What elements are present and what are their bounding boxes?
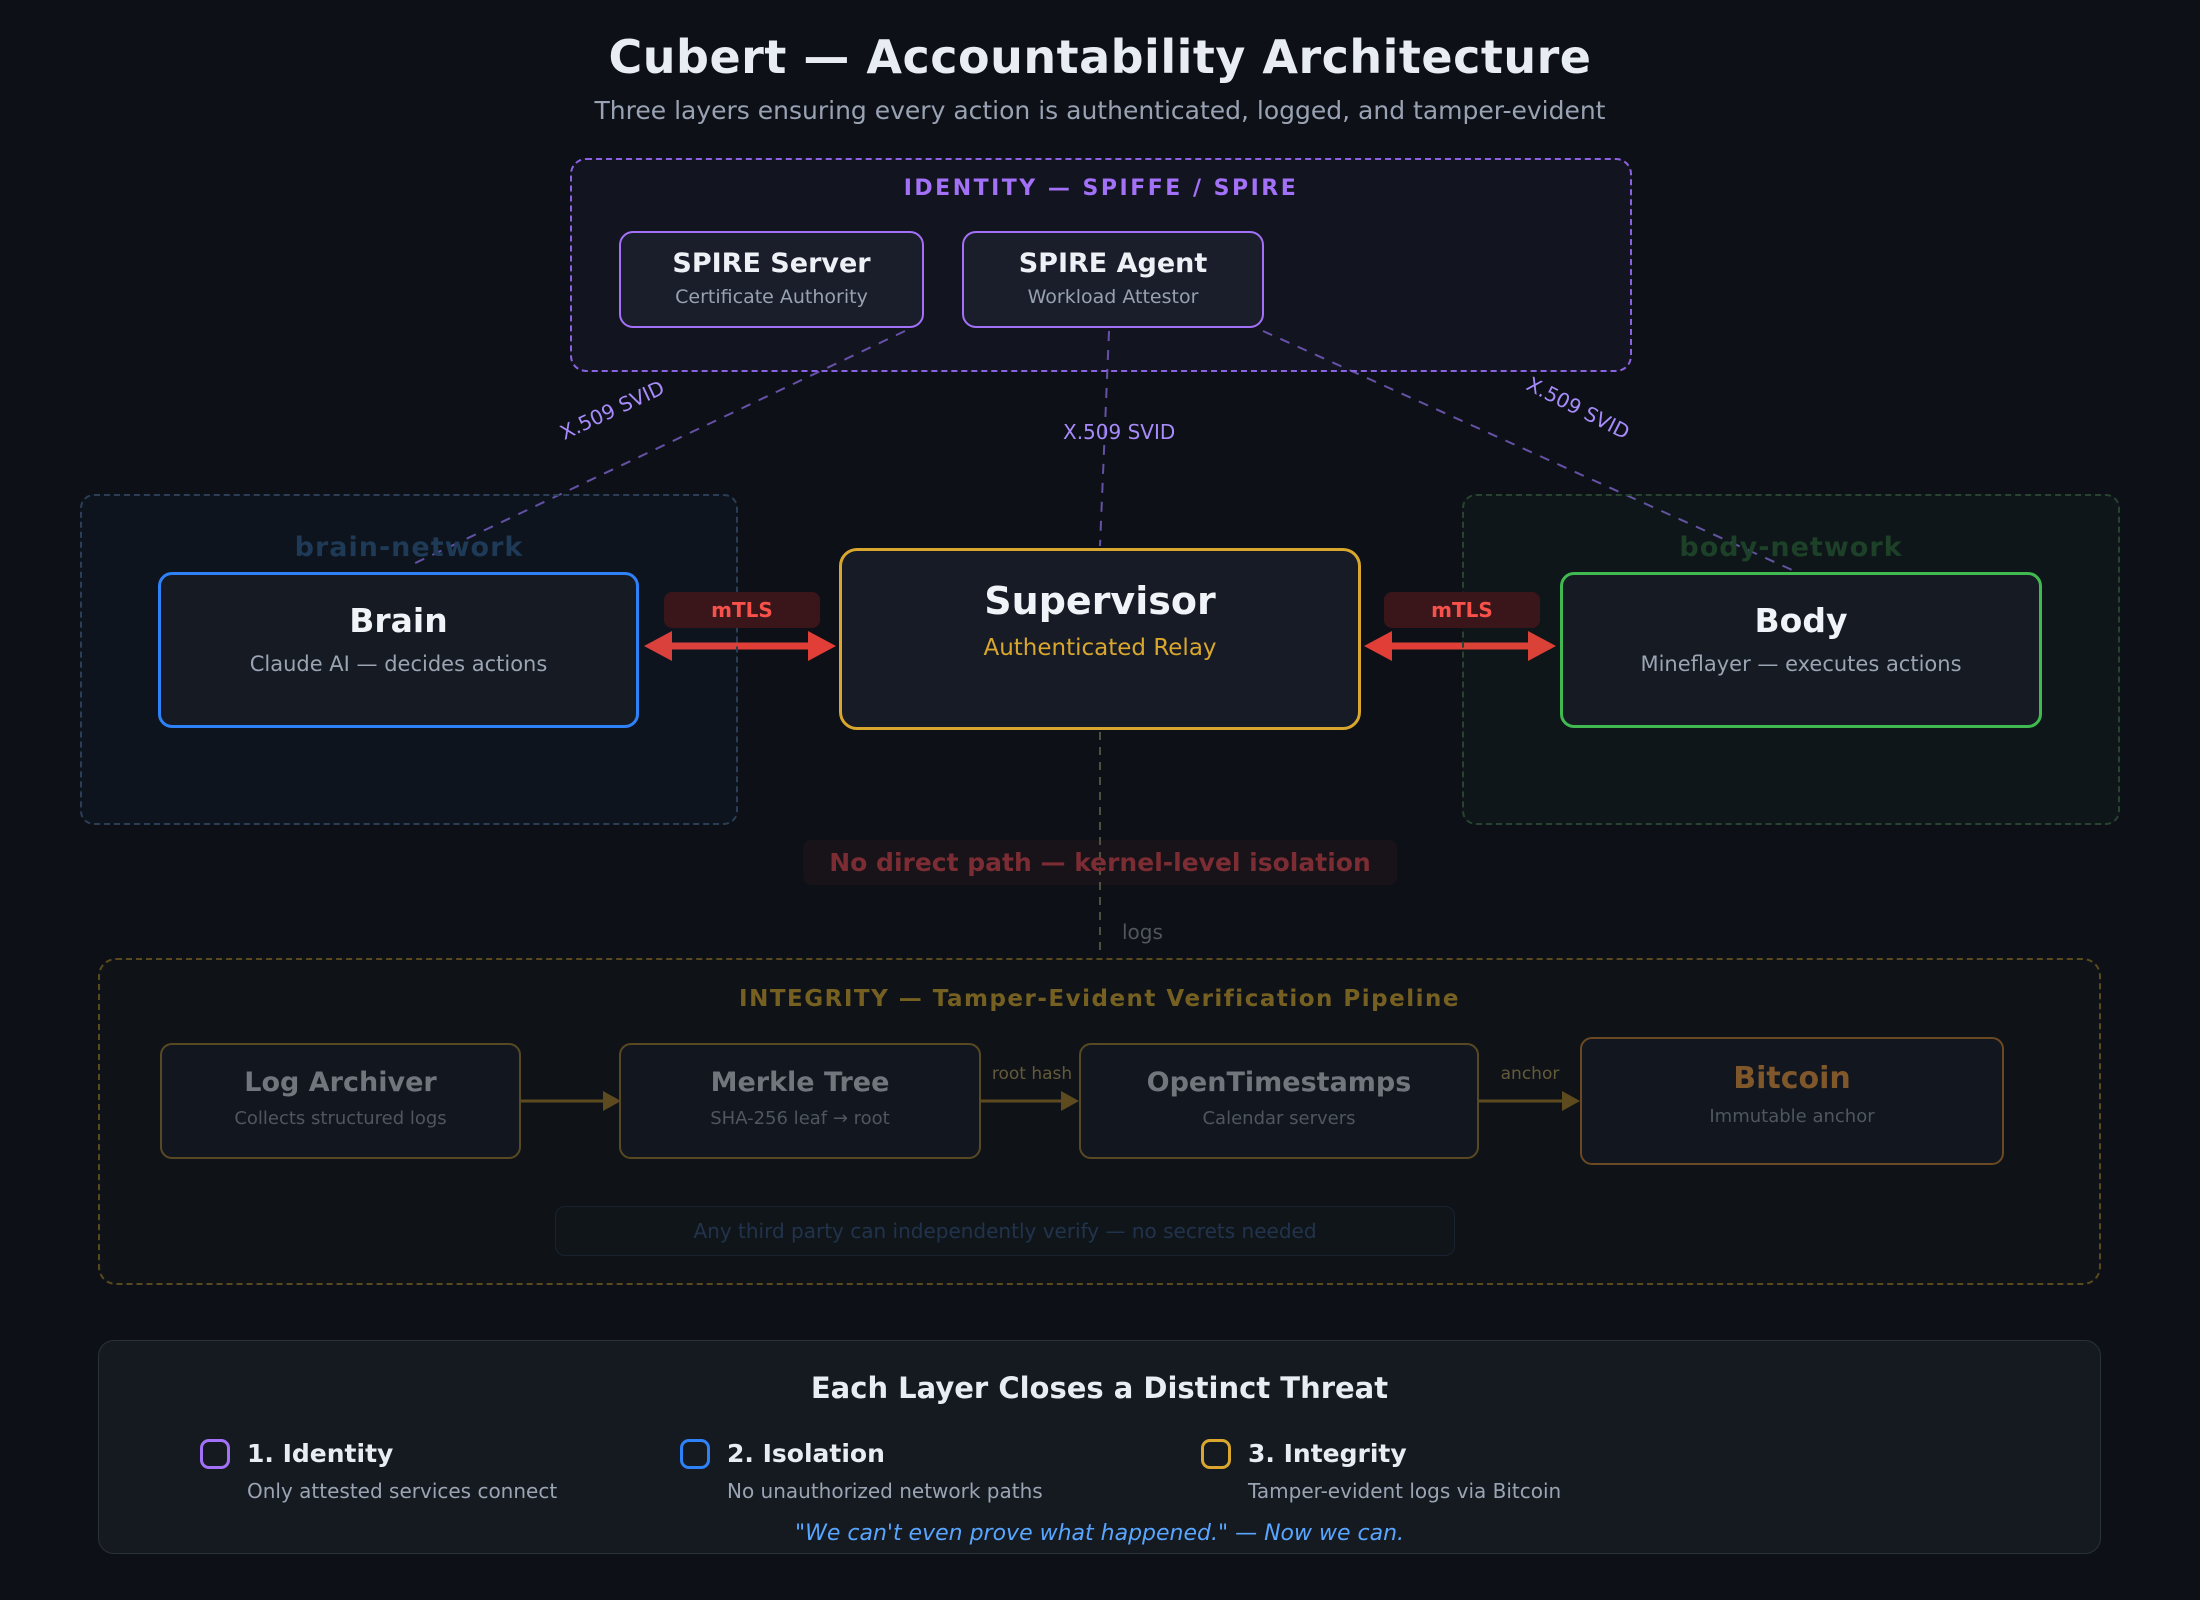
threat-item-identity-label: 1. Identity [247, 1439, 394, 1468]
root-hash-edge-label: root hash [991, 1064, 1073, 1084]
brain-node-title: Brain [349, 601, 448, 640]
merkle-tree-node: Merkle Tree SHA-256 leaf → root [619, 1043, 981, 1159]
body-node-title: Body [1754, 601, 1848, 640]
integrity-layer-container: INTEGRITY — Tamper-Evident Verification … [98, 958, 2101, 1285]
spire-agent-subtitle: Workload Attestor [1027, 286, 1199, 308]
body-network-container: body-network [1462, 494, 2120, 825]
bitcoin-subtitle: Immutable anchor [1709, 1106, 1875, 1127]
threat-legend-card: Each Layer Closes a Distinct Threat 1. I… [98, 1340, 2101, 1554]
logs-edge-label: logs [1122, 920, 1163, 944]
body-network-label: body-network [1679, 532, 1903, 563]
identity-layer-heading: IDENTITY — SPIFFE / SPIRE [903, 176, 1299, 201]
identity-layer-container: IDENTITY — SPIFFE / SPIRE SPIRE Server C… [570, 158, 1632, 372]
log-archiver-title: Log Archiver [244, 1067, 437, 1098]
page-subtitle: Three layers ensuring every action is au… [594, 96, 1606, 125]
merkle-tree-subtitle: SHA-256 leaf → root [710, 1108, 890, 1129]
identity-layer-icon [200, 1439, 230, 1469]
closing-quote: "We can't even prove what happened." — N… [794, 1521, 1405, 1546]
spire-server-node: SPIRE Server Certificate Authority [619, 231, 924, 328]
spire-server-subtitle: Certificate Authority [675, 286, 868, 308]
brain-node-subtitle: Claude AI — decides actions [249, 652, 548, 676]
merkle-tree-title: Merkle Tree [710, 1067, 890, 1098]
brain-node: Brain Claude AI — decides actions [158, 572, 639, 728]
threat-item-isolation-label: 2. Isolation [727, 1439, 885, 1468]
threat-item-integrity-desc: Tamper-evident logs via Bitcoin [1248, 1479, 1562, 1503]
integrity-layer-icon [1201, 1439, 1231, 1469]
isolation-layer-icon [680, 1439, 710, 1469]
bitcoin-node: Bitcoin Immutable anchor [1580, 1037, 2004, 1165]
spire-agent-title: SPIRE Agent [1018, 248, 1208, 279]
opentimestamps-title: OpenTimestamps [1146, 1067, 1412, 1098]
opentimestamps-subtitle: Calendar servers [1202, 1108, 1356, 1129]
supervisor-node-subtitle: Authenticated Relay [983, 635, 1217, 661]
mtls-badge-left: mTLS [664, 592, 820, 628]
svid-label-right: X.509 SVID [1522, 371, 1634, 445]
log-archiver-subtitle: Collects structured logs [234, 1108, 447, 1129]
spire-server-title: SPIRE Server [672, 248, 871, 279]
brain-network-label: brain-network [294, 532, 524, 563]
supervisor-node-title: Supervisor [984, 579, 1216, 623]
page-title: Cubert — Accountability Architecture [608, 30, 1592, 84]
opentimestamps-node: OpenTimestamps Calendar servers [1079, 1043, 1479, 1159]
threat-item-identity-desc: Only attested services connect [247, 1479, 558, 1503]
spire-agent-node: SPIRE Agent Workload Attestor [962, 231, 1264, 328]
integrity-layer-heading: INTEGRITY — Tamper-Evident Verification … [739, 986, 1460, 1012]
threat-legend-title: Each Layer Closes a Distinct Threat [810, 1371, 1389, 1405]
log-archiver-node: Log Archiver Collects structured logs [160, 1043, 521, 1159]
body-node-subtitle: Mineflayer — executes actions [1640, 652, 1962, 676]
body-node: Body Mineflayer — executes actions [1560, 572, 2042, 728]
bitcoin-title: Bitcoin [1733, 1061, 1851, 1096]
verify-note: Any third party can independently verify… [555, 1206, 1455, 1256]
anchor-edge-label: anchor [1500, 1064, 1560, 1084]
svid-label-center: X.509 SVID [1063, 420, 1176, 444]
svid-label-left: X.509 SVID [556, 375, 669, 445]
isolation-note: No direct path — kernel-level isolation [803, 840, 1397, 885]
threat-item-integrity-label: 3. Integrity [1248, 1439, 1407, 1468]
threat-item-isolation-desc: No unauthorized network paths [727, 1479, 1043, 1503]
mtls-badge-right: mTLS [1384, 592, 1540, 628]
brain-network-container: brain-network [80, 494, 738, 825]
supervisor-node: Supervisor Authenticated Relay [839, 548, 1361, 730]
